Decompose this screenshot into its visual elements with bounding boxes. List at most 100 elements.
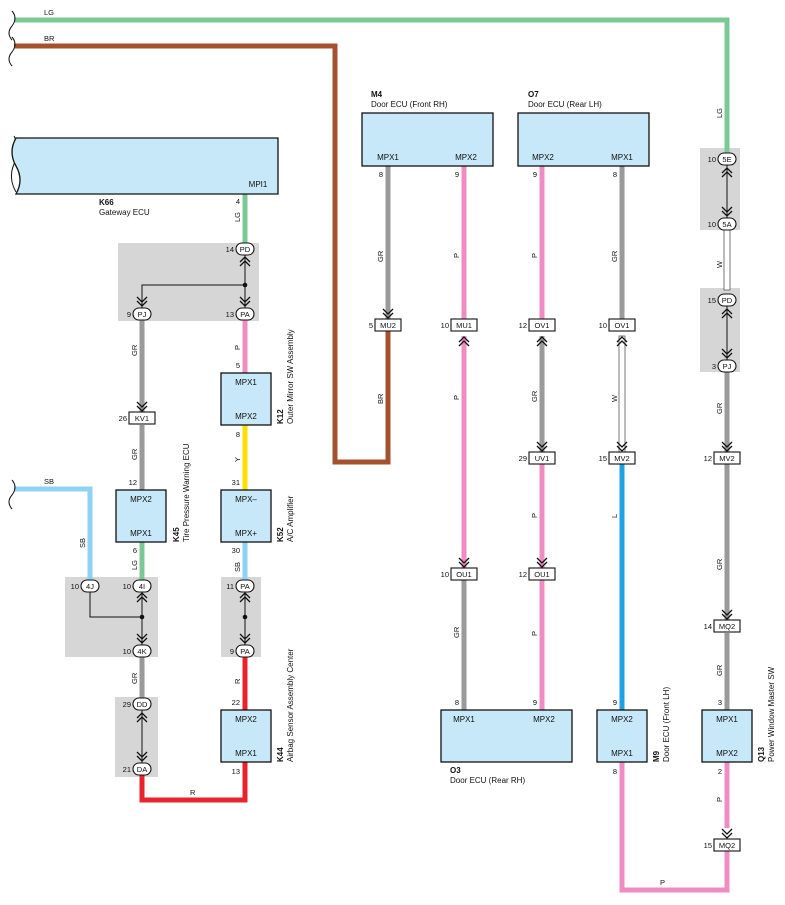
ecu-o7 — [517, 112, 650, 167]
connector-label: 4J — [86, 582, 94, 591]
pin-number: 31 — [232, 478, 240, 487]
connector-label: 5E — [722, 155, 731, 164]
connector-mq2-a — [713, 619, 741, 633]
chevron-down-icon — [136, 633, 148, 644]
port-label: MPX2 — [533, 715, 555, 724]
ecu-q13 — [701, 709, 753, 763]
connector-label: PA — [240, 647, 249, 656]
pin-number: 5 — [369, 321, 373, 330]
pin-number: 9 — [533, 698, 537, 707]
pin-number: 29 — [519, 454, 527, 463]
connector-label: MQ2 — [719, 841, 735, 850]
connector-label: 4K — [137, 647, 146, 656]
chevron-up-icon — [458, 336, 470, 347]
connector-label: MU2 — [380, 321, 396, 330]
ecu-name-m4: Door ECU (Front RH) — [371, 100, 448, 109]
chevron-down-icon — [721, 206, 733, 217]
junction-blocks — [65, 148, 740, 777]
wire-label: P — [452, 253, 461, 258]
ecu-k12 — [220, 372, 272, 426]
pin-number: 15 — [704, 841, 712, 850]
pin-number: 10 — [71, 582, 79, 591]
ecu-name-k52: A/C Amplifier — [286, 495, 295, 542]
pin-number: 10 — [123, 647, 131, 656]
connector-label: PA — [240, 310, 249, 319]
break-mark-lg — [8, 10, 16, 41]
ecu-id-k44: K44 — [276, 747, 285, 762]
wire-label: W — [610, 394, 619, 402]
ecu-id-k66: K66 — [99, 198, 114, 207]
connector-ou1-b — [528, 567, 556, 581]
wire-label: R — [190, 788, 196, 797]
connector-label: DD — [137, 700, 148, 709]
ecu-id-m4: M4 — [371, 90, 383, 99]
chevron-up-icon — [616, 336, 628, 347]
wire-label: SB — [233, 562, 242, 572]
port-label: MPX2 — [716, 749, 738, 758]
port-label: MPX1 — [130, 529, 152, 538]
pin-number: 6 — [133, 546, 137, 555]
chevron-up-icon — [721, 167, 733, 178]
rect-connectors: KV1 MU2 MU1 OU1 OV1 UV1 OU1 OV1 MV2 MV2 … — [128, 318, 741, 852]
break-mark-br — [8, 36, 16, 67]
junction-line-pd — [141, 255, 246, 308]
connector-label: OV1 — [534, 321, 549, 330]
wire-labels: LG BR SB R P LG GR GR LG SB GR P Y SB R … — [44, 8, 724, 887]
pin-number: 12 — [129, 478, 137, 487]
chevron-down-icon — [136, 751, 148, 762]
connector-da — [132, 762, 152, 776]
ecu-id-o3: O3 — [450, 766, 461, 775]
pin-number: 9 — [613, 698, 617, 707]
wire-label: SB — [78, 538, 87, 548]
connector-mq2-b — [713, 838, 741, 852]
ecu-m4 — [361, 112, 494, 167]
connector-pj — [132, 307, 152, 321]
ecu-id-m9: M9 — [652, 750, 661, 762]
chevron-down-icon — [536, 441, 548, 452]
ecu-titles: K66 Gateway ECU M4 Door ECU (Front RH) O… — [99, 90, 776, 785]
connector-label: MV2 — [719, 454, 734, 463]
ecu-name-o7: Door ECU (Rear LH) — [528, 100, 602, 109]
chevron-up-icon — [239, 592, 251, 603]
connector-label: KV1 — [135, 414, 149, 423]
pin-number: 12 — [519, 321, 527, 330]
wire-br-top — [14, 43, 391, 465]
pin-number: 8 — [236, 430, 240, 439]
pin-number: 26 — [119, 414, 127, 423]
connector-label: MU1 — [456, 321, 472, 330]
connector-mv2-b — [713, 451, 741, 465]
connector-ou1-a — [450, 567, 478, 581]
ecu-name-k12: Outer Mirror SW Assembly — [286, 329, 295, 424]
pin-number: 12 — [704, 454, 712, 463]
connector-label: OU1 — [534, 570, 549, 579]
port-label: MPX+ — [235, 529, 257, 538]
connector-label: PJ — [138, 310, 147, 319]
connector-label: PD — [722, 296, 733, 305]
connector-5e — [717, 152, 737, 166]
connector-label: MQ2 — [719, 622, 735, 631]
port-label: MPI1 — [249, 180, 268, 189]
wire-label: P — [452, 395, 461, 400]
port-label: MPX1 — [377, 153, 399, 162]
ecu-id-k52: K52 — [276, 527, 285, 542]
pin-number: 13 — [232, 767, 240, 776]
connector-4i — [132, 579, 152, 593]
port-label: MPX1 — [611, 153, 633, 162]
wire-q-w — [723, 229, 731, 291]
wire-label: GR — [715, 664, 724, 676]
pin-number: 2 — [718, 767, 722, 776]
pin-numbers: 4 14 9 13 5 8 26 12 6 31 30 10 10 10 11 … — [71, 155, 722, 850]
ecu-k45 — [115, 489, 167, 543]
ecu-id-q13: Q13 — [757, 746, 766, 762]
pin-number: 10 — [708, 220, 716, 229]
connector-ov1-a — [528, 318, 556, 332]
port-label: MPX2 — [455, 153, 477, 162]
pin-number: 8 — [613, 170, 617, 179]
pin-number: 30 — [232, 546, 240, 555]
connector-label: MV2 — [614, 454, 629, 463]
port-label: MPX1 — [453, 715, 475, 724]
connector-kv1 — [128, 411, 156, 425]
chevron-down-icon — [136, 296, 148, 307]
pin-number: 9 — [455, 170, 459, 179]
wire-label: GR — [715, 402, 724, 414]
